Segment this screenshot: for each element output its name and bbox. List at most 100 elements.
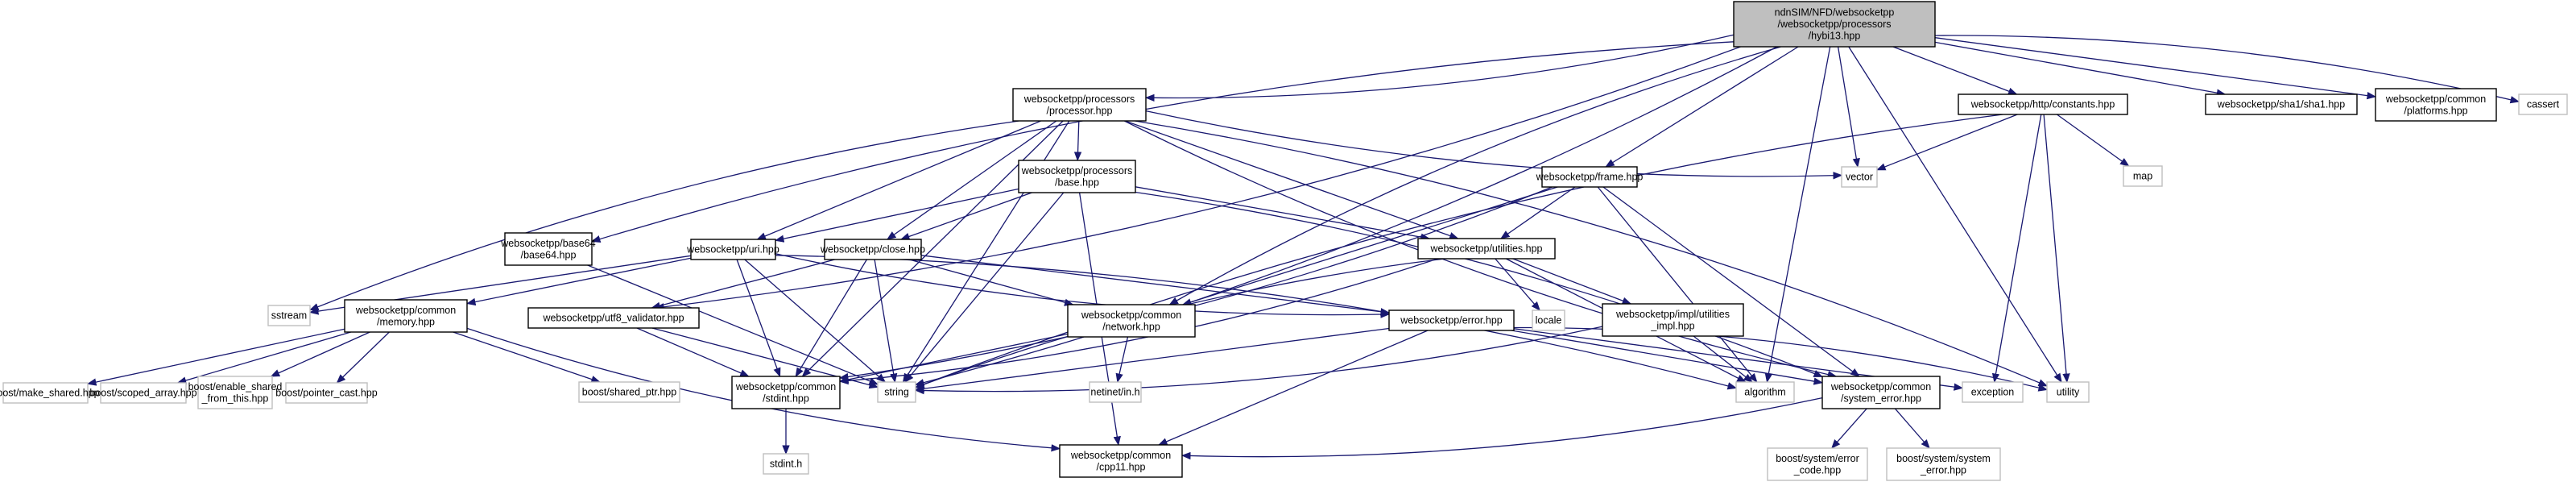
node-pointer_cast: boost/pointer_cast.hpp [275, 382, 378, 404]
node-stdint_hpp[interactable]: websocketpp/common/stdint.hpp [731, 376, 841, 409]
node-box-stdint_hpp[interactable] [731, 376, 841, 409]
node-utilities_impl[interactable]: websocketpp/impl/utilities_impl.hpp [1602, 303, 1744, 337]
node-uri[interactable]: websocketpp/uri.hpp [686, 239, 779, 260]
node-netinet: netinet/in.h [1089, 381, 1142, 403]
edge-processor-to-base [1073, 120, 1082, 162]
node-box-frame[interactable] [1541, 166, 1638, 188]
node-box-utf8[interactable] [527, 307, 700, 329]
edge-processor-to-system_error [1124, 120, 1838, 379]
node-cassert: cassert [2518, 93, 2568, 115]
node-memory[interactable]: websocketpp/common/memory.hpp [344, 299, 468, 333]
node-label: boost/make_shared.hpp [0, 388, 100, 399]
edge-base-to-system_error [1135, 191, 1824, 378]
node-label: algorithm [1744, 387, 1785, 398]
edge-uri-to-error [775, 253, 1391, 318]
node-box-enable_shared [197, 376, 273, 409]
node-box-cpp11[interactable] [1059, 444, 1183, 478]
edge-close-to-string [874, 259, 898, 384]
node-utilities[interactable]: websocketpp/utilities.hpp [1417, 238, 1556, 260]
edge-close-to-stdint_hpp [795, 259, 867, 377]
node-label: websocketpp/common [2385, 93, 2486, 105]
node-box-algorithm [1735, 381, 1795, 403]
node-close[interactable]: websocketpp/close.hpp [820, 239, 925, 260]
node-algorithm: algorithm [1735, 381, 1795, 403]
node-string: string [877, 381, 916, 403]
node-label: vector [1846, 172, 1873, 183]
node-box-string [877, 381, 916, 403]
node-vector: vector [1841, 166, 1878, 188]
node-box-utilities_impl[interactable] [1602, 303, 1744, 337]
edge-processor-to-utilities [1124, 120, 1459, 239]
edge-hybi13-to-vector [1837, 46, 1860, 168]
node-error[interactable]: websocketpp/error.hpp [1388, 309, 1515, 331]
edge-close-to-utf8 [651, 259, 835, 309]
node-network[interactable]: websocketpp/common/network.hpp [1067, 304, 1196, 338]
node-label: _from_this.hpp [201, 393, 269, 404]
edge-close-to-network [909, 259, 1074, 306]
edge-frame-to-utilities [1500, 186, 1576, 239]
node-utf8[interactable]: websocketpp/utf8_validator.hpp [527, 307, 700, 329]
edge-close-to-error [920, 255, 1391, 316]
node-processor[interactable]: websocketpp/processors/processor.hpp [1012, 88, 1147, 122]
node-system_error[interactable]: websocketpp/common/system_error.hpp [1821, 376, 1941, 409]
node-http_constants[interactable]: websocketpp/http/constants.hpp [1958, 93, 2128, 115]
node-label: /platforms.hpp [2404, 105, 2467, 116]
node-label: boost/pointer_cast.hpp [275, 388, 378, 399]
edge-uri-to-string [744, 259, 887, 383]
node-frame[interactable]: websocketpp/frame.hpp [1536, 166, 1644, 188]
node-error_code: boost/system/error_code.hpp [1767, 447, 1868, 481]
node-box-processor[interactable] [1012, 88, 1147, 122]
edge-frame-to-system_error [1602, 186, 1860, 377]
edge-utf8-to-stdint_hpp [636, 327, 750, 377]
node-box-sstream [267, 305, 311, 326]
node-box-error[interactable] [1388, 309, 1515, 331]
node-box-base[interactable] [1018, 160, 1136, 193]
edge-memory-to-make_shared [86, 328, 345, 386]
edge-processor-to-sstream [308, 120, 1019, 311]
node-sha1[interactable]: websocketpp/sha1/sha1.hpp [2205, 93, 2358, 115]
node-utility: utility [2046, 381, 2090, 403]
node-box-memory[interactable] [344, 299, 468, 333]
node-box-close[interactable] [824, 239, 922, 260]
edge-http_constants-to-exception [1991, 114, 2042, 384]
node-box-utilities[interactable] [1417, 238, 1556, 260]
node-box-exception [1962, 381, 2024, 403]
node-label: _code.hpp [1793, 464, 1841, 476]
node-box-hybi13[interactable] [1733, 1, 1936, 48]
node-label: websocketpp/http/constants.hpp [1970, 99, 2115, 110]
node-hybi13[interactable]: ndnSIM/NFD/websocketpp/websocketpp/proce… [1733, 1, 1936, 48]
node-box-system_error[interactable] [1821, 376, 1941, 409]
edge-hybi13-to-network [1168, 46, 1781, 305]
node-box-boost_system_error [1886, 447, 2001, 481]
node-box-cassert [2518, 93, 2568, 115]
node-label: /websocketpp/processors [1777, 19, 1891, 30]
node-box-platforms[interactable] [2375, 88, 2497, 122]
node-label: websocketpp/common [1830, 381, 1931, 393]
node-label: locale [1536, 315, 1562, 326]
node-label: websocketpp/close.hpp [820, 244, 925, 255]
node-box-http_constants[interactable] [1958, 93, 2128, 115]
node-label: /memory.hpp [377, 316, 435, 327]
edges-layer [86, 34, 2520, 460]
node-stdint_h: stdint.h [763, 453, 809, 475]
node-label: /base.hpp [1055, 177, 1099, 188]
node-box-base64[interactable] [504, 232, 593, 266]
node-label: ndnSIM/NFD/websocketpp [1775, 7, 1895, 19]
edge-memory-to-pointer_cast [336, 331, 390, 384]
edge-utilities-to-utilities_impl [1512, 258, 1632, 305]
edge-uri-to-memory [465, 257, 692, 306]
edge-error-to-cpp11 [1157, 330, 1429, 446]
node-label: /network.hpp [1102, 321, 1160, 332]
edge-http_constants-to-utility [2043, 114, 2070, 384]
node-label: cassert [2527, 99, 2560, 110]
node-box-sha1[interactable] [2205, 93, 2358, 115]
node-box-uri[interactable] [690, 239, 776, 260]
node-box-network[interactable] [1067, 304, 1196, 338]
node-base64[interactable]: websocketpp/base64/base64.hpp [500, 232, 596, 266]
edge-memory-to-enable_shared [270, 331, 370, 377]
edge-uri-to-stdint_hpp [736, 259, 781, 378]
node-platforms[interactable]: websocketpp/common/platforms.hpp [2375, 88, 2497, 122]
node-box-error_code [1767, 447, 1868, 481]
node-base[interactable]: websocketpp/processors/base.hpp [1018, 160, 1136, 193]
node-cpp11[interactable]: websocketpp/common/cpp11.hpp [1059, 444, 1183, 478]
